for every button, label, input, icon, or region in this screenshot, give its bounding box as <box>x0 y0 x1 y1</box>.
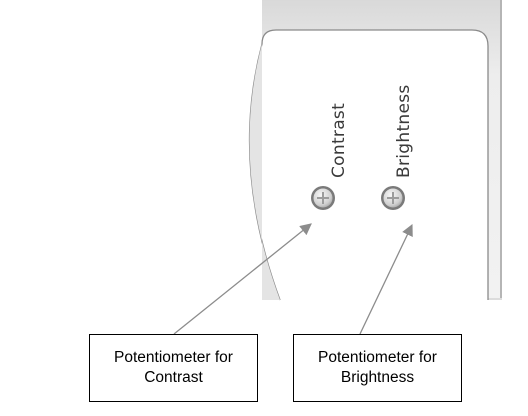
callout-brightness: Potentiometer for Brightness <box>293 334 462 402</box>
brightness-label: Brightness <box>394 84 414 178</box>
callout-brightness-line1: Potentiometer for <box>318 349 437 366</box>
callout-contrast-line2: Contrast <box>144 369 203 386</box>
brightness-potentiometer-icon[interactable] <box>381 186 405 210</box>
face-left-shading <box>249 44 280 300</box>
contrast-potentiometer-icon[interactable] <box>311 186 335 210</box>
callout-brightness-line2: Brightness <box>340 369 415 386</box>
callout-contrast-line1: Potentiometer for <box>114 349 233 366</box>
callout-contrast: Potentiometer for Contrast <box>89 334 258 402</box>
module-face <box>248 29 489 301</box>
contrast-pointer-arrow <box>173 223 312 335</box>
contrast-label: Contrast <box>329 103 349 178</box>
brightness-pointer-arrow <box>359 223 413 335</box>
